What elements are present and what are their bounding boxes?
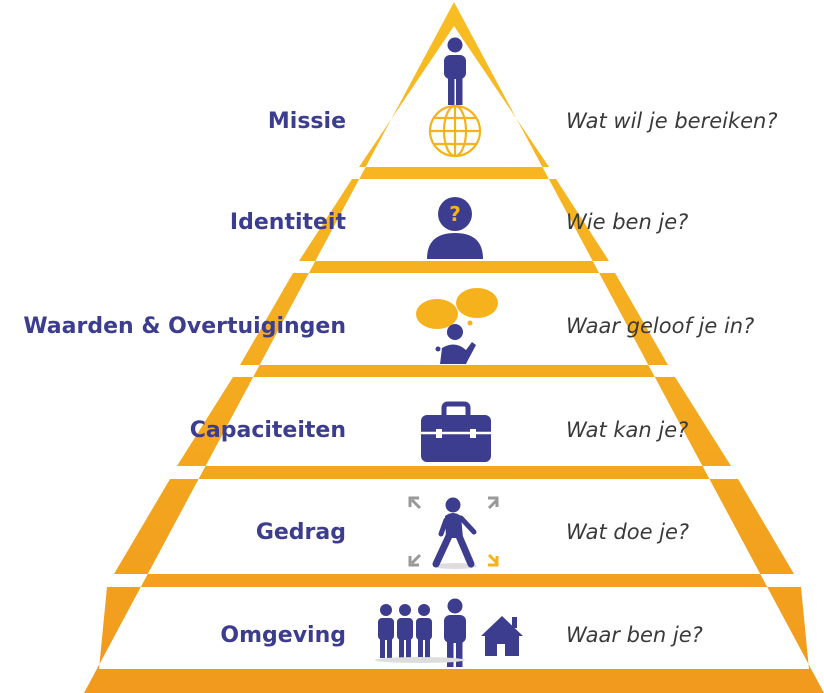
people-and-house-icon	[375, 598, 523, 667]
level-question-gedrag: Wat doe je?	[566, 520, 690, 544]
level-question-waarden-overtuigingen: Waar geloof je in?	[566, 314, 755, 338]
person-question-icon: ?	[427, 197, 483, 259]
level-question-missie: Wat wil je bereiken?	[566, 109, 778, 133]
person-on-globe-icon	[428, 37, 482, 158]
toolbox-icon	[421, 401, 491, 462]
walking-person-icon	[408, 496, 499, 569]
person-thinking-icon	[416, 288, 498, 364]
level-label-gedrag: Gedrag	[255, 520, 346, 545]
level-label-missie: Missie	[267, 109, 346, 134]
level-label-capaciteiten: Capaciteiten	[189, 418, 346, 443]
level-question-identiteit: Wie ben je?	[566, 210, 689, 234]
level-question-capaciteiten: Wat kan je?	[566, 418, 689, 442]
level-label-omgeving: Omgeving	[220, 623, 346, 648]
level-label-identiteit: Identiteit	[229, 210, 346, 235]
svg-text:?: ?	[449, 202, 461, 226]
level-label-waarden-overtuigingen: Waarden & Overtuigingen	[23, 314, 346, 339]
level-question-omgeving: Waar ben je?	[566, 623, 703, 647]
